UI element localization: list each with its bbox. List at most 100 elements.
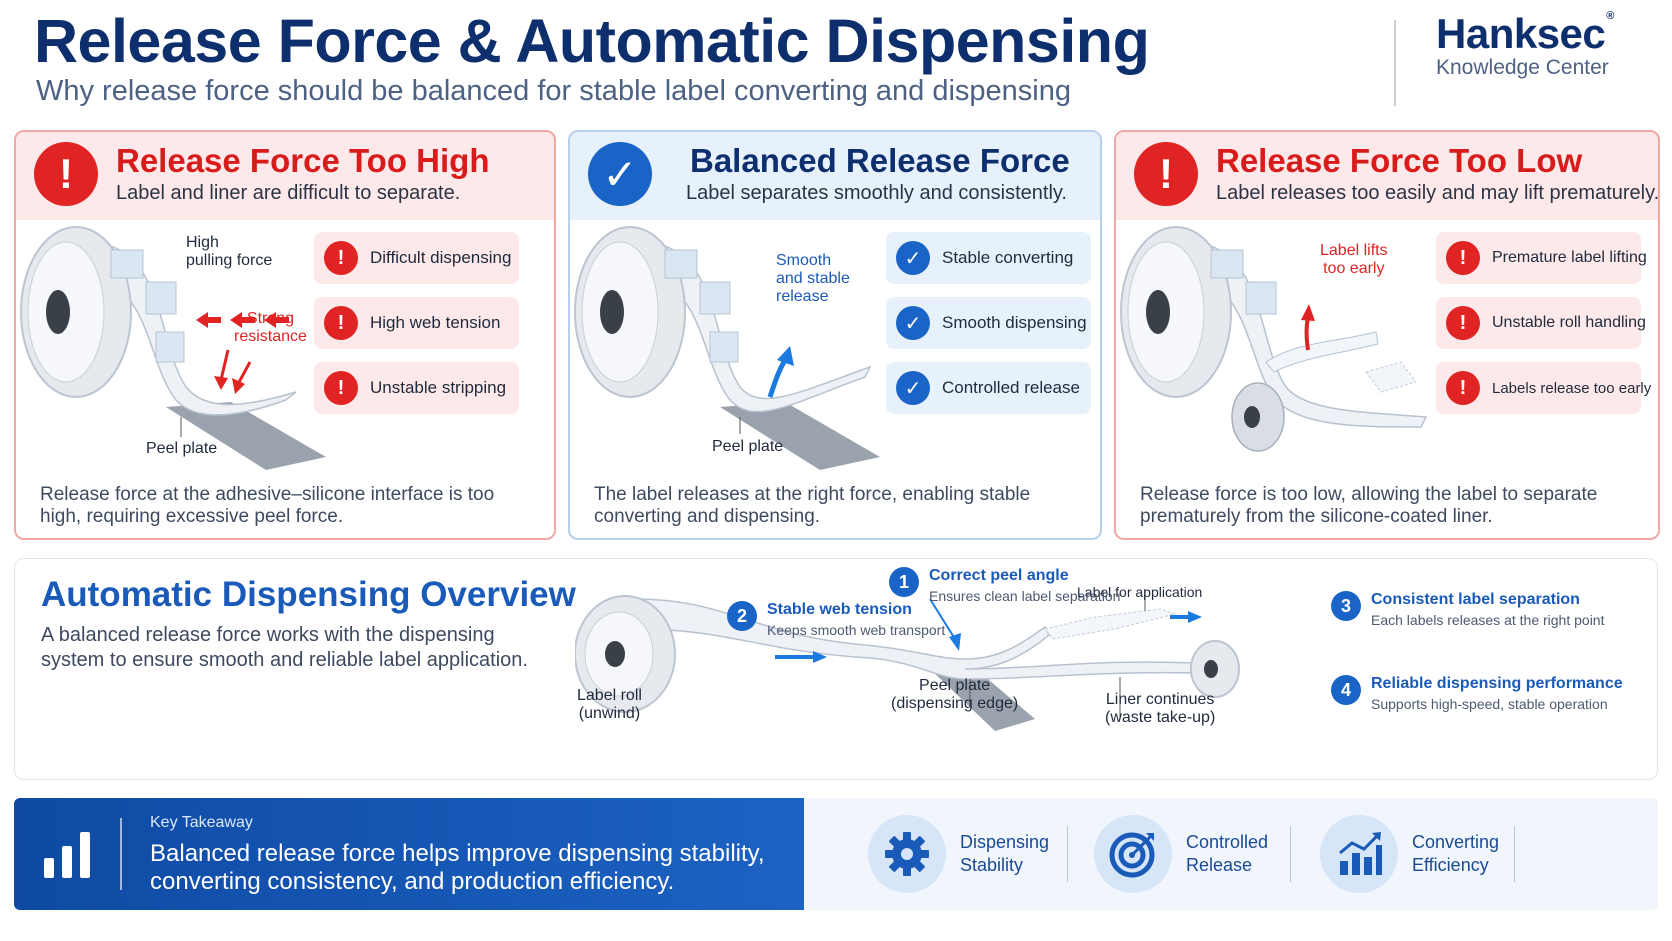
label-for-application-shape	[1044, 608, 1177, 640]
label-square	[155, 331, 185, 363]
roll-core	[1146, 290, 1170, 334]
step-number: 2	[727, 601, 757, 631]
waste-roll-core	[1244, 406, 1260, 428]
feature-divider	[1514, 826, 1515, 882]
issue-item: !High web tension	[314, 297, 519, 349]
label-square	[145, 281, 177, 315]
takeaway-divider	[120, 818, 122, 890]
peel-plate-label: Peel plate	[712, 438, 784, 455]
panel-subtitle: Label and liner are difficult to separat…	[116, 182, 461, 204]
issue-item: !Premature label lifting	[1436, 232, 1647, 284]
panel-title: Release Force Too High	[116, 142, 490, 179]
checkmark-icon: ✓	[896, 306, 930, 340]
panel-header: ! Release Force Too High Label and liner…	[16, 132, 554, 220]
benefit-item: ✓Controlled release	[886, 362, 1091, 414]
gear-icon	[868, 815, 946, 893]
lifting-label	[1265, 331, 1379, 373]
step-number: 4	[1331, 675, 1361, 705]
issue-item: !Difficult dispensing	[314, 232, 519, 284]
brand-subtitle: Knowledge Center	[1436, 56, 1609, 79]
takeaway-label: Key Takeaway	[150, 814, 253, 831]
resistance-arrows	[214, 349, 252, 394]
benefit-item: ✓Stable converting	[886, 232, 1091, 284]
panel-subtitle: Label separates smoothly and consistentl…	[686, 182, 1067, 204]
page-header: Release Force & Automatic Dispensing Why…	[0, 0, 1672, 122]
checkmark-icon: ✓	[896, 371, 930, 405]
warning-icon: !	[1446, 241, 1480, 275]
high-force-roll-illustration	[20, 226, 326, 470]
warning-icon: !	[324, 306, 358, 340]
panel-footer: The label releases at the right force, e…	[594, 484, 1031, 527]
warning-icon: !	[324, 241, 358, 275]
panel-release-too-low: ! Release Force Too Low Label releases t…	[1114, 130, 1660, 540]
liner-web	[85, 241, 297, 416]
feature-divider	[1290, 826, 1291, 882]
waste-roll-core	[1204, 660, 1218, 678]
overview-title: Automatic Dispensing Overview	[41, 575, 576, 614]
bar-chart-icon	[44, 832, 90, 878]
balanced-roll-illustration	[574, 226, 880, 470]
panel-footer: Release force at the adhesive–silicone i…	[40, 484, 495, 527]
peel-plate-shape	[166, 402, 326, 470]
panel-header: ✓ Balanced Release Force Label separates…	[570, 132, 1100, 220]
pulling-force-arrows	[196, 312, 289, 328]
panel-footer: Release force is too low, allowing the l…	[1140, 484, 1598, 527]
lift-arrow	[1301, 304, 1315, 351]
label-square	[110, 249, 144, 279]
issue-item: !Unstable stripping	[314, 362, 519, 414]
warning-icon: !	[34, 142, 98, 206]
target-icon	[1094, 815, 1172, 893]
issue-item: !Labels release too early	[1436, 362, 1651, 414]
benefit-item: ✓Smooth dispensing	[886, 297, 1091, 349]
takeaway-text: Balanced release force helps improve dis…	[150, 840, 765, 895]
benefit-list: ✓Stable converting ✓Smooth dispensing ✓C…	[886, 232, 1091, 427]
page-title: Release Force & Automatic Dispensing	[34, 7, 1150, 75]
label-for-application-label: Label for application	[1077, 584, 1203, 600]
label-square	[699, 281, 731, 315]
roll-core	[605, 641, 625, 667]
dispensing-overview: Automatic Dispensing Overview A balanced…	[14, 558, 1658, 780]
roll-core	[46, 290, 70, 334]
checkmark-icon: ✓	[588, 142, 652, 206]
issue-list: !Difficult dispensing !High web tension …	[314, 232, 519, 427]
peel-plate-shape	[720, 402, 880, 470]
low-force-roll-illustration	[1120, 226, 1428, 452]
peel-angle-arrow	[929, 598, 961, 651]
panel-header: ! Release Force Too Low Label releases t…	[1116, 132, 1658, 220]
step-number: 3	[1331, 591, 1361, 621]
panel-title: Balanced Release Force	[690, 142, 1070, 179]
takeaway-panel: Key Takeaway Balanced release force help…	[14, 798, 834, 910]
label-square	[1210, 249, 1244, 279]
label-roll-label: Label roll(unwind)	[577, 687, 642, 722]
panel-subtitle: Label releases too easily and may lift p…	[1216, 182, 1660, 204]
liner-web	[634, 598, 1196, 680]
panel-release-too-high: ! Release Force Too High Label and liner…	[14, 130, 556, 540]
warning-icon: !	[324, 371, 358, 405]
label-square	[1245, 281, 1277, 315]
dispensing-process-illustration	[575, 589, 1240, 731]
warning-icon: !	[1446, 371, 1480, 405]
panel-balanced-release: ✓ Balanced Release Force Label separates…	[568, 130, 1102, 540]
checkmark-icon: ✓	[896, 241, 930, 275]
panel-title: Release Force Too Low	[1216, 142, 1583, 179]
brand-name: Hanksec®	[1436, 10, 1614, 57]
issue-list: !Premature label lifting !Unstable roll …	[1436, 232, 1651, 427]
peel-plate-shape	[930, 664, 1035, 731]
key-takeaway-bar: Key Takeaway Balanced release force help…	[14, 798, 1658, 910]
brand-logo: Hanksec® Knowledge Center	[1436, 10, 1646, 80]
liner-web	[639, 241, 872, 413]
header-divider	[1394, 20, 1396, 106]
peel-plate-label: Peel plate(dispensing edge)	[891, 677, 1019, 712]
warning-icon: !	[1134, 142, 1198, 206]
